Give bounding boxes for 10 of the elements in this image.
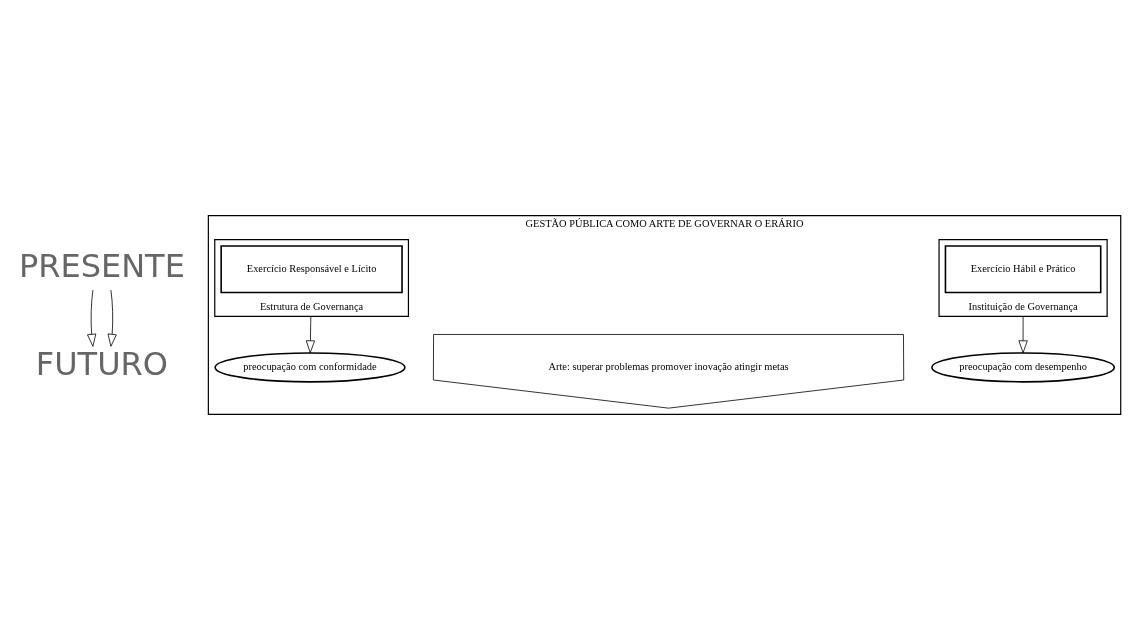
node-ellipse: preocupação com conformidade xyxy=(214,352,406,383)
node-ellipse: preocupação com desempenho xyxy=(931,352,1116,383)
node-box: Exercício Responsável e Lícito xyxy=(220,245,403,294)
node-text: FUTURO xyxy=(35,345,169,384)
arrow xyxy=(107,289,117,347)
node-box: Exercício Hábil e Prático xyxy=(944,245,1102,294)
arrow xyxy=(305,316,315,354)
node-text: PRESENTE xyxy=(18,247,185,286)
arrow xyxy=(1018,316,1028,354)
arrow xyxy=(87,289,97,347)
